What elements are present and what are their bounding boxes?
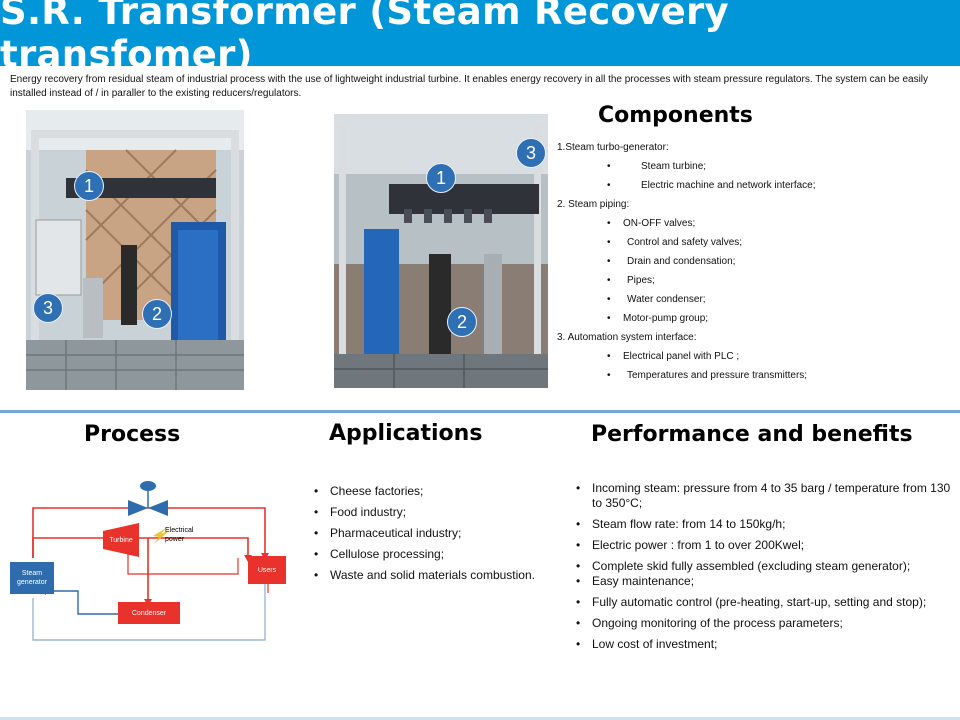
- title-bar: S.R. Transformer (Steam Recovery transfo…: [0, 0, 960, 76]
- list-item: Steam flow rate: from 14 to 150kg/h;: [574, 517, 954, 532]
- list-item: •Electric machine and network interface;: [607, 180, 816, 191]
- applications-list: Cheese factories; Food industry; Pharmac…: [312, 484, 572, 589]
- list-item: •Temperatures and pressure transmitters;: [607, 370, 808, 381]
- applications-title: Applications: [329, 421, 483, 446]
- component-group-automation: 3. Automation system interface: •Electri…: [557, 328, 957, 385]
- component-group-title: 1.Steam turbo-generator:: [557, 142, 669, 153]
- list-item: Incoming steam: pressure from 4 to 35 ba…: [574, 481, 954, 511]
- list-item: Waste and solid materials combustion.: [312, 568, 572, 583]
- performance-list: Incoming steam: pressure from 4 to 35 ba…: [574, 481, 954, 658]
- list-item: •Steam turbine;: [607, 161, 707, 172]
- component-group-piping: 2. Steam piping: •ON-OFF valves; •Contro…: [557, 195, 957, 328]
- marker-3-right: 3: [516, 138, 546, 168]
- steam-generator-box: Steam generator: [10, 562, 54, 594]
- list-item: Complete skid fully assembled (excluding…: [574, 559, 954, 574]
- list-item: Electric power : from 1 to over 200Kwel;: [574, 538, 954, 553]
- list-item: •Drain and condensation;: [607, 256, 736, 267]
- turbine-label: Turbine: [109, 536, 133, 544]
- list-item: •Motor-pump group;: [607, 313, 709, 324]
- list-item: Low cost of investment;: [574, 637, 954, 652]
- photo-right: [334, 114, 548, 388]
- intro-text: Energy recovery from residual steam of i…: [10, 74, 929, 99]
- list-item: •Electrical panel with PLC ;: [607, 351, 740, 362]
- marker-1-left: 1: [74, 171, 104, 201]
- power-label: Electrical power: [165, 527, 194, 543]
- components-list: 1.Steam turbo-generator: •Steam turbine;…: [557, 138, 957, 385]
- list-item: Pharmaceutical industry;: [312, 526, 572, 541]
- process-diagram: Turbine Electrical power Steam generator…: [8, 478, 300, 646]
- component-group-title: 2. Steam piping:: [557, 199, 630, 210]
- list-item: Cellulose processing;: [312, 547, 572, 562]
- marker-2-left: 2: [142, 299, 172, 329]
- list-item: •Water condenser;: [607, 294, 706, 305]
- component-group-turbo: 1.Steam turbo-generator: •Steam turbine;…: [557, 138, 957, 195]
- marker-2-right: 2: [447, 307, 477, 337]
- users-box: Users: [248, 556, 286, 584]
- list-item: Fully automatic control (pre-heating, st…: [574, 595, 954, 610]
- performance-title: Performance and benefits: [591, 422, 913, 447]
- turbine-block: Turbine: [103, 523, 139, 557]
- list-item: Easy maintenance;: [574, 574, 954, 589]
- list-item: Cheese factories;: [312, 484, 572, 499]
- list-item: •Control and safety valves;: [607, 237, 743, 248]
- process-title: Process: [84, 422, 181, 447]
- photo-left: [26, 110, 244, 390]
- list-item: Ongoing monitoring of the process parame…: [574, 616, 954, 631]
- condenser-box: Condenser: [118, 602, 180, 624]
- component-group-title: 3. Automation system interface:: [557, 332, 697, 343]
- list-item: •ON-OFF valves;: [607, 218, 696, 229]
- list-item: •Pipes;: [607, 275, 655, 286]
- components-title: Components: [598, 103, 753, 128]
- page-title: S.R. Transformer (Steam Recovery transfo…: [0, 0, 729, 76]
- marker-1-right: 1: [426, 163, 456, 193]
- bottom-rule: [0, 717, 960, 720]
- list-item: Food industry;: [312, 505, 572, 520]
- section-divider: [0, 410, 960, 413]
- marker-3-left: 3: [33, 293, 63, 323]
